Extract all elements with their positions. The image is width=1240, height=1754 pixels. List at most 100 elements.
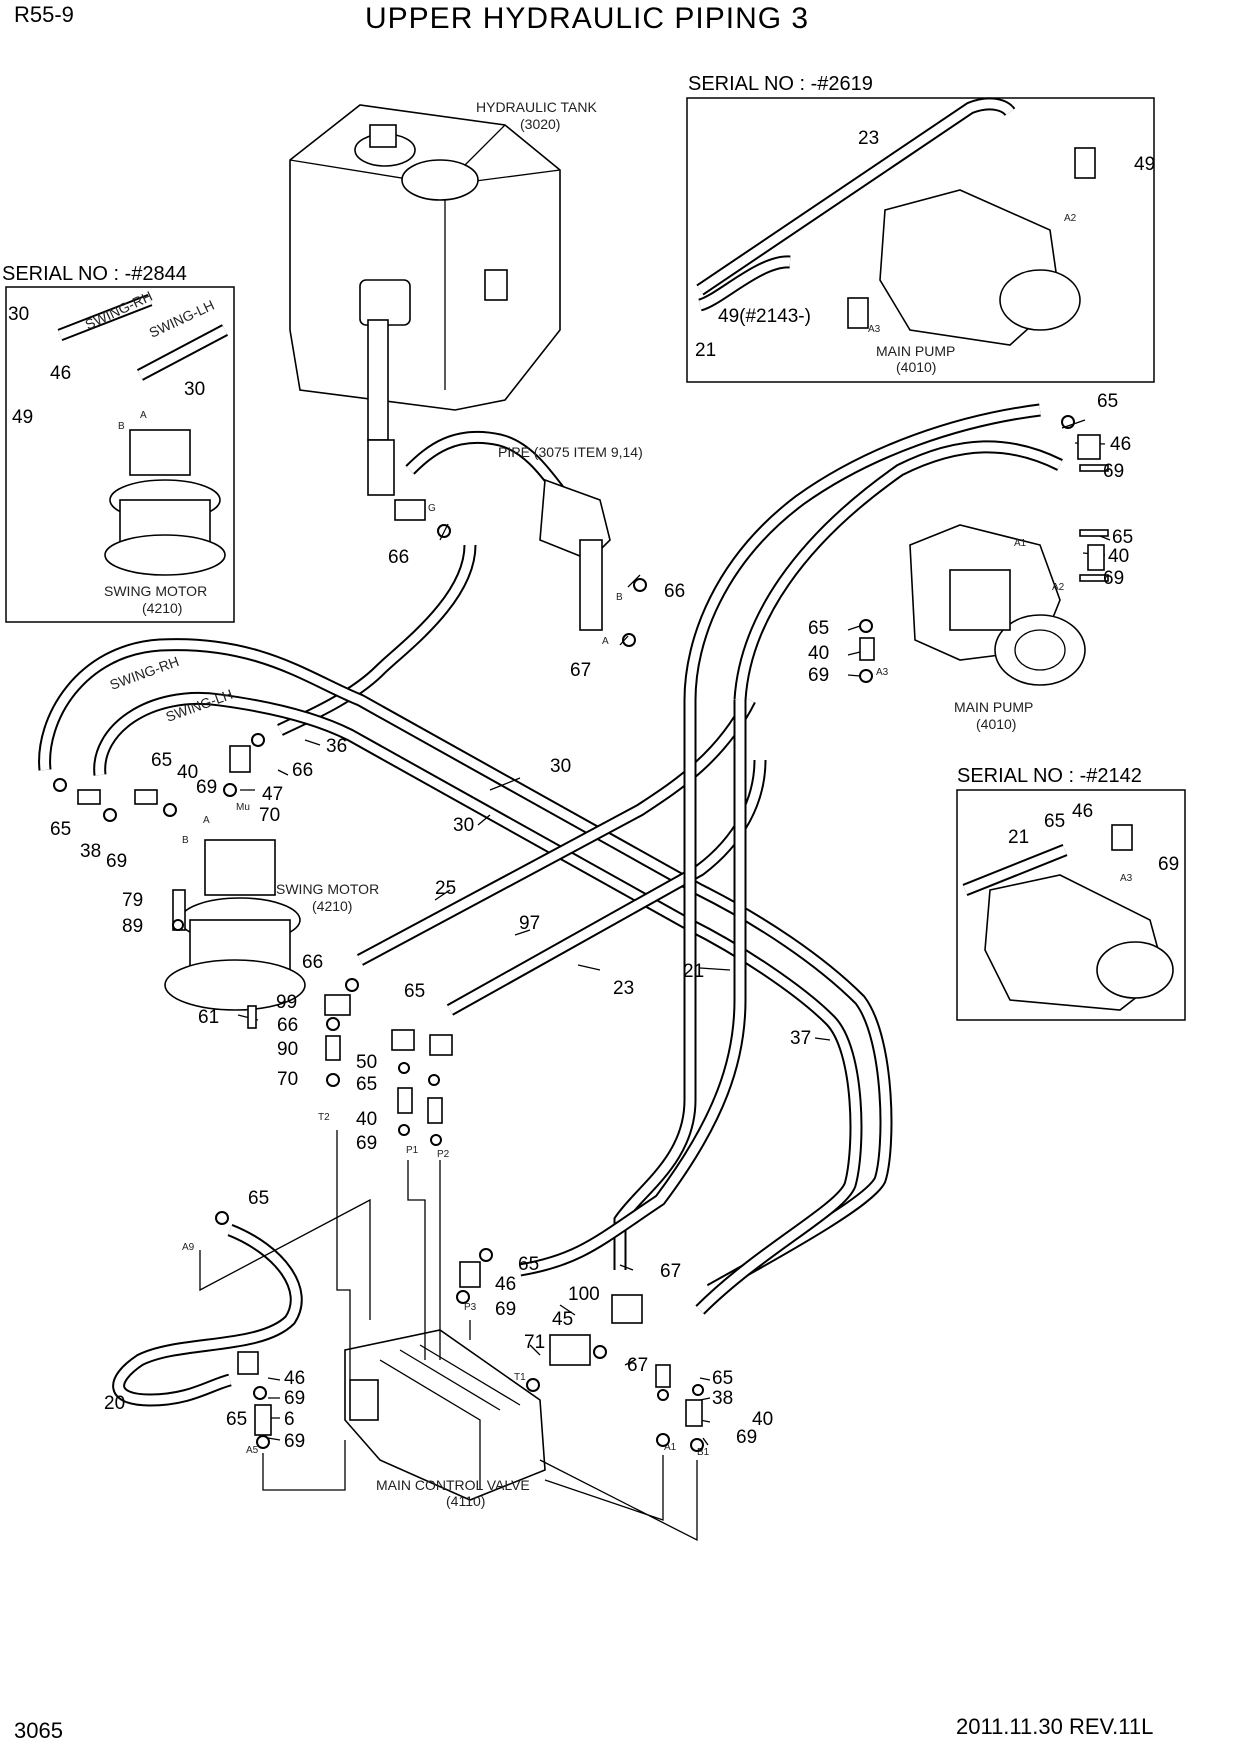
port-a-pipe: A [602, 636, 609, 647]
callout: 66 [388, 547, 409, 568]
callout: 30 [184, 379, 205, 400]
callout: 30 [8, 304, 29, 325]
port-label: A2 [1064, 213, 1077, 224]
swing-rh-inset-label: SWING-RH [83, 288, 155, 333]
callout: 30 [550, 756, 571, 777]
inset-serial-2142: SERIAL NO : -#2142 46 65 21 69 A3 [956, 765, 1186, 1021]
callout: 66 [664, 581, 685, 602]
callout: 38 [712, 1388, 733, 1409]
callout: 21 [695, 340, 716, 361]
callout: 46 [495, 1274, 516, 1295]
port-t1: T1 [514, 1372, 526, 1383]
callout: 20 [104, 1393, 125, 1414]
callout: 69 [808, 665, 829, 686]
port-p1: P1 [406, 1145, 419, 1156]
port-a2-pump: A2 [1052, 582, 1065, 593]
page-title: UPPER HYDRAULIC PIPING 3 [365, 2, 809, 35]
callout: 69 [495, 1299, 516, 1320]
port-b-pipe: B [616, 592, 623, 603]
callout: 65 [151, 750, 172, 771]
hose-network [38, 403, 1063, 1407]
callout: 89 [122, 916, 143, 937]
inset-2844-motor-number: (4210) [142, 600, 182, 616]
callout: 23 [858, 128, 879, 149]
port-p2: P2 [437, 1149, 450, 1160]
inset-2844-title: SERIAL NO : -#2844 [2, 263, 187, 285]
port-label: B [118, 421, 125, 432]
callout: 69 [736, 1427, 757, 1448]
swing-motor-number: (4210) [312, 898, 352, 914]
callout: 65 [404, 981, 425, 1002]
callout: 66 [302, 952, 323, 973]
port-b-motor: B [182, 835, 189, 846]
inset-2619-pump-number: (4010) [896, 359, 936, 375]
model-code: R55-9 [14, 2, 74, 27]
callout: 49(#2143-) [718, 306, 811, 327]
hydraulic-tank: HYDRAULIC TANK (3020) [289, 99, 598, 441]
callout: 47 [262, 784, 283, 805]
tank-number: (3020) [520, 116, 560, 132]
revision-date: 2011.11.30 REV.11L [956, 1714, 1153, 1739]
callout: 40 [177, 762, 198, 783]
swing-motor: SWING MOTOR (4210) [164, 839, 379, 1011]
callout: 25 [435, 878, 456, 899]
callout: 40 [808, 643, 829, 664]
page-number: 3065 [14, 1718, 63, 1743]
callout: 67 [627, 1355, 648, 1376]
main-pump-label: MAIN PUMP [954, 699, 1033, 715]
callout: 46 [50, 363, 71, 384]
port-g-label: G [428, 503, 436, 514]
callout: 69 [1103, 461, 1124, 482]
callout: 69 [356, 1133, 377, 1154]
callout: 65 [712, 1368, 733, 1389]
inset-2142-title: SERIAL NO : -#2142 [957, 765, 1142, 787]
port-a1-mcv: A1 [664, 1442, 677, 1453]
port-label: A3 [1120, 873, 1133, 884]
callout: 97 [519, 913, 540, 934]
callout: 23 [613, 978, 634, 999]
callout: 66 [277, 1015, 298, 1036]
port-a5: A5 [246, 1445, 259, 1456]
callout: 38 [80, 841, 101, 862]
callout: 65 [518, 1254, 539, 1275]
callout: 69 [196, 777, 217, 798]
port-b1-mcv: B1 [697, 1447, 710, 1458]
callout: 50 [356, 1052, 377, 1073]
fittings [53, 415, 1109, 1452]
inset-serial-2619: SERIAL NO : -#2619 23 49 49(#2143-) 21 A… [686, 73, 1155, 383]
callout: 46 [284, 1368, 305, 1389]
callout: 65 [248, 1188, 269, 1209]
callout: 69 [284, 1388, 305, 1409]
callout: 99 [276, 992, 297, 1013]
callout: 65 [50, 819, 71, 840]
callout: 69 [1158, 854, 1179, 875]
mcv-label: MAIN CONTROL VALVE [376, 1477, 530, 1493]
callout: 79 [122, 890, 143, 911]
callout: 67 [660, 1261, 681, 1282]
main-pump-number: (4010) [976, 716, 1016, 732]
callout: 71 [524, 1332, 545, 1353]
suction-pipe: PIPE (3075 ITEM 9,14) [405, 430, 643, 631]
main-control-valve: MAIN CONTROL VALVE (4110) [344, 1329, 546, 1509]
tank-outlet-fitting [367, 439, 395, 496]
callout: 40 [1108, 546, 1129, 567]
port-label: A [140, 410, 147, 421]
mcv-number: (4110) [446, 1493, 485, 1509]
main-pump: MAIN PUMP (4010) [909, 524, 1086, 732]
port-a3-pump: A3 [876, 667, 889, 678]
inset-2619-title: SERIAL NO : -#2619 [688, 73, 873, 95]
callout: 69 [284, 1431, 305, 1452]
callout: 69 [106, 851, 127, 872]
swing-motor-label: SWING MOTOR [276, 881, 379, 897]
callout: 37 [790, 1028, 811, 1049]
callout: 21 [1008, 827, 1029, 848]
callout: 67 [570, 660, 591, 681]
callout: 46 [1072, 801, 1093, 822]
inset-2844-motor-label: SWING MOTOR [104, 583, 207, 599]
callout: 70 [259, 805, 280, 826]
callout: 61 [198, 1007, 219, 1028]
callout: 69 [1103, 568, 1124, 589]
port-p3: P3 [464, 1302, 477, 1313]
callout: 100 [568, 1284, 600, 1305]
